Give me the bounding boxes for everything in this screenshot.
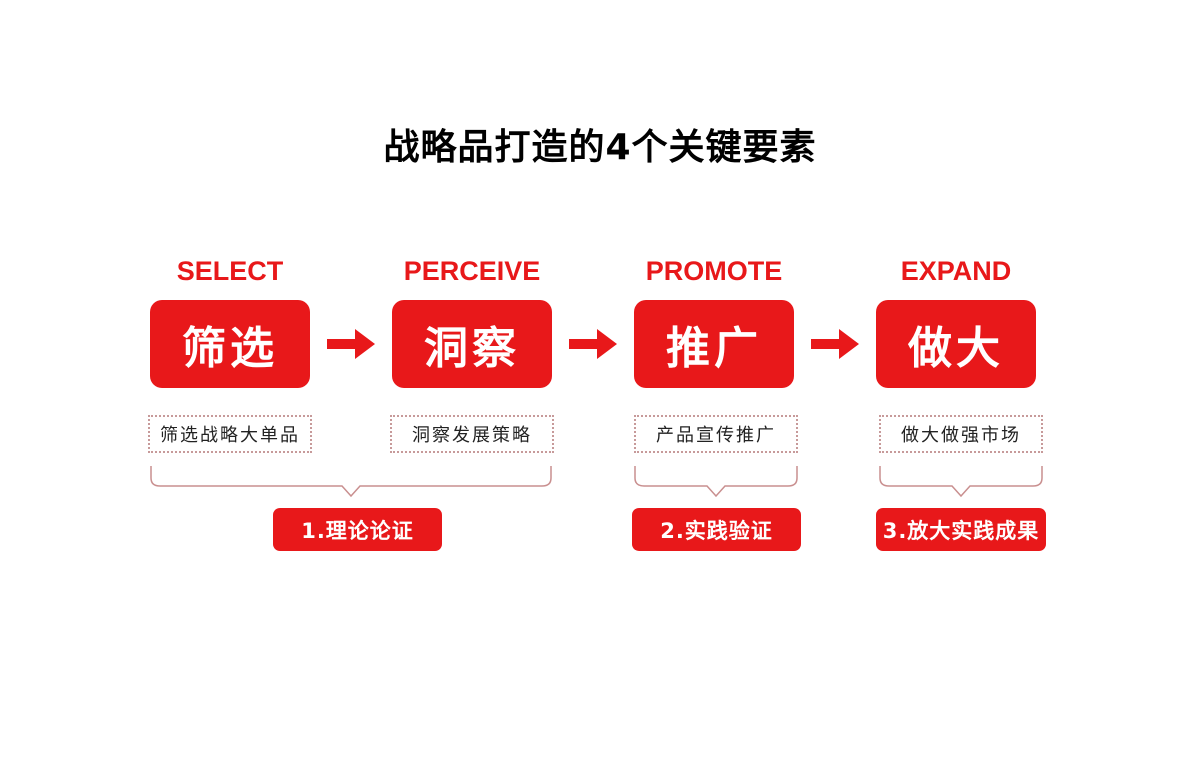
arrow-right-icon xyxy=(327,329,375,359)
phase-badge-practice: 2.实践验证 xyxy=(632,508,801,551)
step-description: 筛选战略大单品 xyxy=(148,415,312,453)
step-english-label: EXPAND xyxy=(900,256,1012,286)
arrow-right-icon xyxy=(569,329,617,359)
step-english-label: SELECT xyxy=(176,256,284,286)
step-box-select: 筛选 xyxy=(150,300,310,388)
diagram-title: 战略品打造的4个关键要素 xyxy=(383,127,817,168)
phase-badge-scale: 3.放大实践成果 xyxy=(876,508,1046,551)
arrow-right-icon xyxy=(811,329,859,359)
phase-badge-theory: 1.理论论证 xyxy=(273,508,442,551)
grouping-brace xyxy=(150,466,552,498)
step-description: 做大做强市场 xyxy=(879,415,1043,453)
grouping-brace xyxy=(634,466,798,498)
step-description: 产品宣传推广 xyxy=(634,415,798,453)
step-english-label: PROMOTE xyxy=(645,256,783,286)
step-box-perceive: 洞察 xyxy=(392,300,552,388)
step-box-promote: 推广 xyxy=(634,300,794,388)
step-box-expand: 做大 xyxy=(876,300,1036,388)
grouping-brace xyxy=(879,466,1043,498)
step-english-label: PERCEIVE xyxy=(403,256,541,286)
step-description: 洞察发展策略 xyxy=(390,415,554,453)
